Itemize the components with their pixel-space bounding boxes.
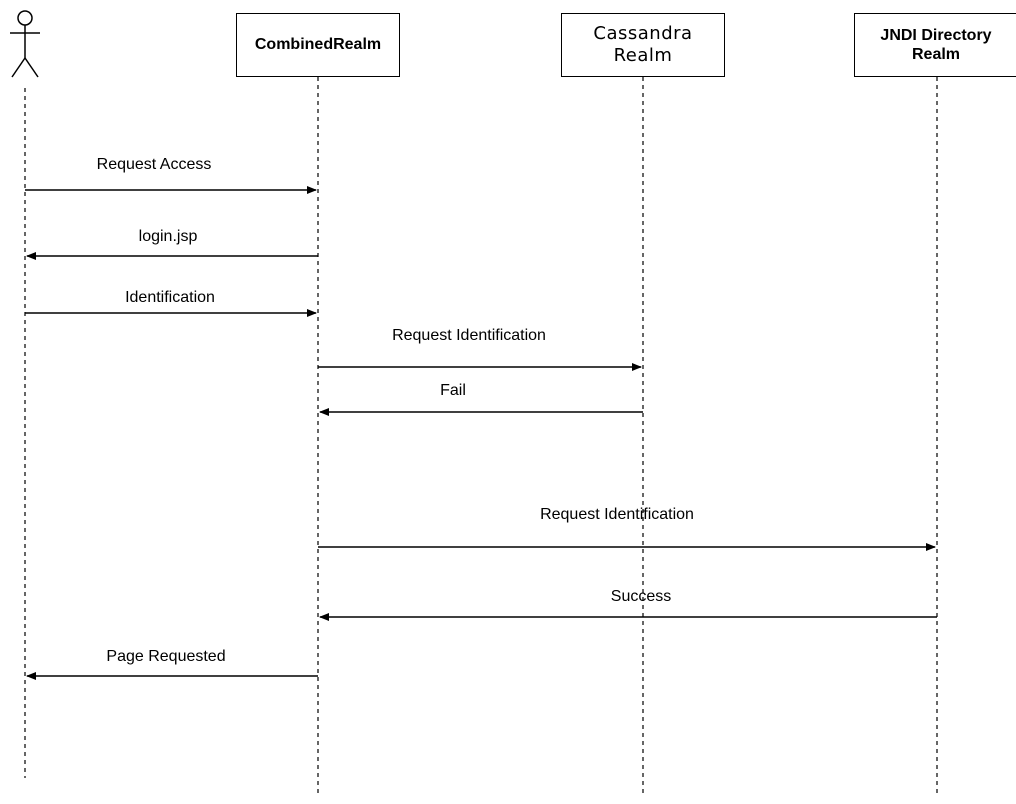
message-label-request-identification-cassandra: Request Identification <box>392 327 546 344</box>
participant-combinedrealm: CombinedRealm <box>236 13 400 77</box>
message-label-success: Success <box>610 588 672 605</box>
participant-label: CombinedRealm <box>254 36 382 54</box>
participant-jndi-directory-realm: JNDI Directory Realm <box>854 13 1016 77</box>
participant-cassandra-realm: Cassandra Realm <box>561 13 725 77</box>
message-label-request-access: Request Access <box>96 156 212 173</box>
message-label-page-requested: Page Requested <box>106 648 226 665</box>
message-label-login-jsp: login.jsp <box>138 228 198 245</box>
message-label-fail: Fail <box>440 382 466 399</box>
participant-label-line2: Realm <box>911 46 961 63</box>
participant-label-line1: JNDI Directory <box>880 26 992 44</box>
actor-icon <box>10 10 40 78</box>
message-label-request-identification-jndi: Request Identification <box>540 506 694 523</box>
participant-label-line1: Cassandra <box>593 23 693 45</box>
message-label-identification: Identification <box>125 289 215 306</box>
participant-label-line2: Realm <box>613 45 673 66</box>
